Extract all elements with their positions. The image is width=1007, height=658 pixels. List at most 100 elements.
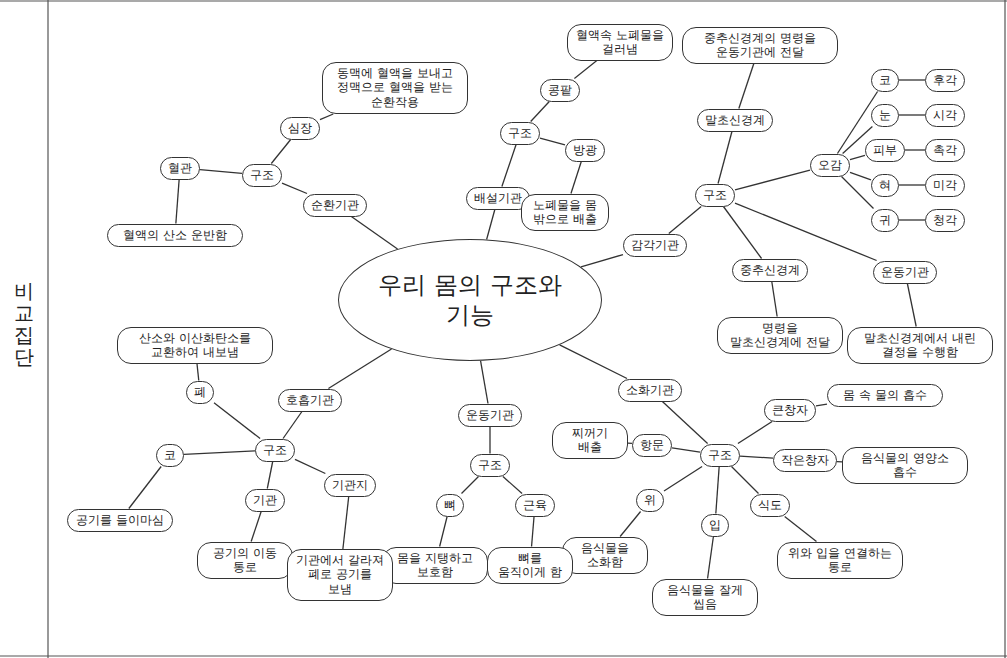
bubble-text: 위와 입을 연결하는 통로	[785, 546, 895, 575]
bubble-text: 혈관	[168, 161, 192, 175]
bubble-text: 기관지	[332, 478, 368, 492]
bubble-text: 오감	[818, 158, 842, 172]
topic-bubble: 기관지	[324, 474, 376, 497]
bubble-text: 운동기관	[881, 265, 929, 279]
table-rule	[0, 0, 1007, 1]
bubble-text: 입	[709, 518, 721, 532]
branch-line	[532, 517, 535, 547]
bubble-text: 혈액속 노폐물을 걸러냄	[575, 28, 665, 57]
bubble-text: 구조	[703, 188, 727, 202]
bubble-text: 음식물을 잘게 씹음	[660, 583, 750, 612]
description-bubble: 음식물을 잘게 씹음	[652, 579, 758, 616]
topic-bubble: 구조	[695, 184, 735, 207]
bubble-text: 배설기관	[474, 191, 522, 205]
branch-line	[320, 114, 333, 120]
branch-line	[899, 184, 925, 185]
description-bubble: 혈액속 노폐물을 걸러냄	[567, 24, 673, 61]
branch-line	[905, 149, 925, 150]
table-rule	[47, 0, 48, 658]
bubble-text: 혀	[879, 178, 891, 192]
branch-line	[899, 79, 925, 80]
bubble-text: 큰창자	[772, 403, 808, 417]
central-topic: 우리 몸의 구조와 기능	[338, 239, 602, 361]
bubble-text: 음식물을 소화함	[570, 541, 640, 570]
branch-line	[772, 282, 777, 317]
branch-line	[669, 207, 701, 234]
bubble-text: 뼈를 움직이게 함	[495, 551, 565, 580]
bubble-text: 식도	[758, 498, 782, 512]
branch-line	[251, 512, 261, 542]
bubble-text: 기관에서 갈라져 폐로 공기를 보냄	[295, 553, 385, 596]
branch-line	[571, 162, 581, 194]
bubble-text: 공기의 이동 통로	[205, 546, 285, 575]
bubble-text: 산소와 이산화탄소를 교환하여 내보냄	[125, 331, 265, 360]
bubble-text: 촉각	[933, 143, 957, 157]
topic-bubble: 구조	[700, 444, 740, 467]
description-bubble: 동맥에 혈액을 보내고 정맥으로 혈액을 받는 순환작용	[322, 62, 468, 114]
bubble-text: 뼈	[444, 498, 456, 512]
bubble-text: 기관	[253, 493, 277, 507]
branch-line	[295, 459, 325, 473]
branch-line	[440, 517, 448, 547]
bubble-text: 소화기관	[626, 383, 674, 397]
branch-line	[664, 467, 702, 492]
description-bubble: 노폐물을 몸 밖으로 배출	[521, 194, 609, 231]
description-bubble: 찌꺼기 배출	[552, 422, 628, 459]
branch-line	[785, 517, 817, 542]
bubble-text: 후각	[933, 73, 957, 87]
branch-line	[708, 537, 714, 579]
description-bubble: 뼈를 움직이게 함	[487, 547, 573, 584]
branch-line	[620, 512, 640, 537]
branch-line	[267, 462, 272, 489]
bubble-text: 구조	[250, 168, 274, 182]
description-bubble: 기관에서 갈라져 폐로 공기를 보냄	[287, 549, 393, 601]
bubble-text: 코	[164, 448, 176, 462]
branch-line	[899, 114, 925, 115]
description-bubble: 위와 입을 연결하는 통로	[777, 542, 903, 579]
topic-bubble: 콩팥	[540, 79, 580, 102]
topic-bubble: 순환기관	[303, 194, 367, 217]
bubble-text: 공기를 들이마심	[75, 513, 165, 527]
branch-line	[574, 61, 597, 79]
bubble-text: 피부	[873, 143, 897, 157]
topic-bubble: 구조	[470, 454, 510, 477]
branch-line	[672, 448, 700, 452]
bubble-text: 중추신경계의 명령을 운동기관에 전달	[690, 31, 830, 60]
bubble-text: 작은창자	[781, 453, 829, 467]
branch-line	[283, 412, 302, 439]
branch-line	[850, 172, 871, 180]
branch-line	[176, 180, 179, 224]
branch-line	[328, 349, 391, 388]
branch-line	[899, 219, 925, 220]
branch-line	[735, 203, 877, 260]
topic-bubble: 식도	[750, 494, 790, 517]
description-bubble: 몸 속 물의 흡수	[827, 384, 943, 407]
group-label: 비교집단	[14, 280, 34, 368]
topic-bubble: 소화기관	[618, 379, 682, 402]
topic-bubble: 코	[156, 444, 184, 467]
bubble-text: 감각기관	[631, 238, 679, 252]
topic-bubble: 방광	[565, 139, 605, 162]
bubble-text: 청각	[933, 213, 957, 227]
branch-line	[129, 467, 161, 509]
topic-bubble: 구조	[242, 164, 282, 187]
branch-line	[502, 145, 516, 187]
description-bubble: 공기를 들이마심	[67, 509, 173, 532]
branch-line	[735, 170, 810, 190]
branch-line	[489, 427, 490, 454]
branch-line	[740, 456, 773, 458]
branch-line	[271, 140, 290, 164]
bubble-text: 폐	[194, 385, 206, 399]
topic-bubble: 혈관	[160, 157, 200, 180]
bubble-text: 중추신경계	[740, 263, 800, 277]
branch-line	[184, 451, 255, 454]
bubble-text: 미각	[933, 178, 957, 192]
branch-line	[351, 217, 397, 250]
topic-bubble: 호흡기관	[278, 389, 342, 412]
bubble-text: 순환기관	[311, 198, 359, 212]
description-bubble: 말초신경계에서 내린 결정을 수행함	[847, 327, 993, 364]
topic-bubble: 폐	[186, 381, 214, 404]
branch-line	[540, 138, 565, 145]
bubble-text: 운동기관	[466, 408, 514, 422]
branch-line	[581, 255, 623, 267]
